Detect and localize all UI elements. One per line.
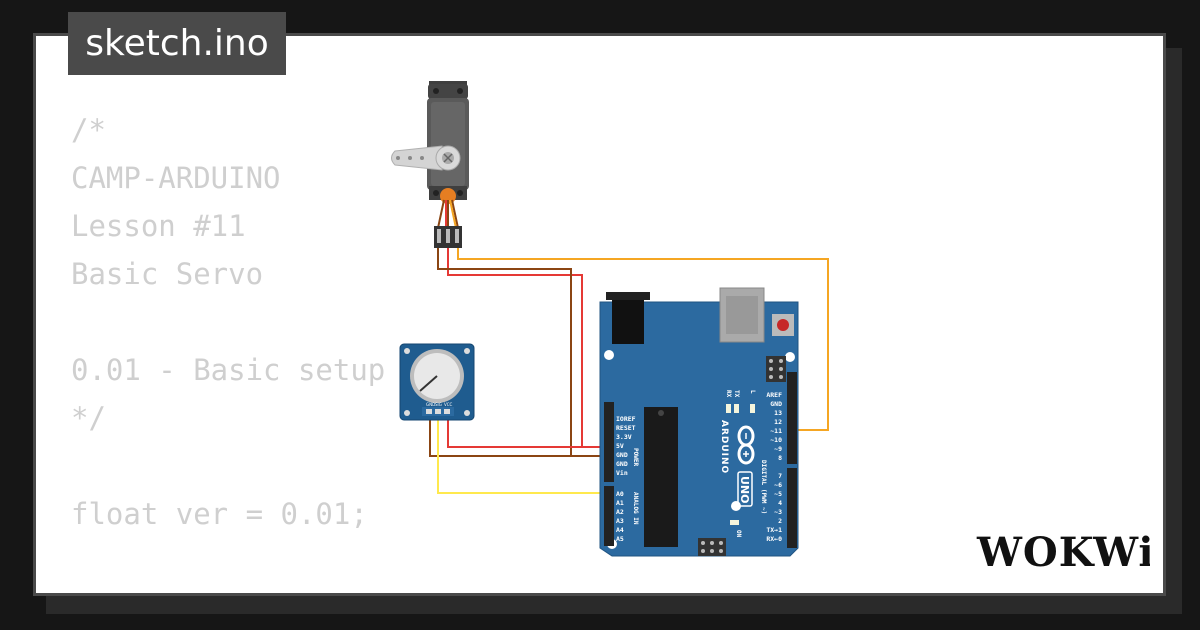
pin-label-d13: 13 bbox=[774, 409, 782, 417]
digital-section-label: DIGITAL (PWM ~) bbox=[760, 460, 767, 514]
analog-section-label: ANALOG IN bbox=[632, 492, 639, 525]
led-on bbox=[730, 520, 739, 525]
wire-pot-vcc[interactable] bbox=[447, 410, 607, 448]
model-badge: UNO bbox=[737, 471, 753, 507]
led-tx bbox=[734, 404, 739, 413]
pot-pin-gnd: GND bbox=[426, 402, 435, 407]
pin-label-a5: A5 bbox=[616, 535, 624, 543]
pin-label-d0: RX←0 bbox=[766, 535, 782, 543]
pin-label-5v: 5V bbox=[616, 442, 624, 450]
led-label-on: ON bbox=[735, 530, 742, 538]
atmega-chip bbox=[644, 407, 678, 547]
brand-label: ARDUINO bbox=[719, 420, 729, 474]
pot-pin-vcc: VCC bbox=[444, 402, 453, 407]
power-header bbox=[604, 402, 614, 482]
led-label-rx: RX bbox=[725, 390, 732, 398]
pin-label-d8: 8 bbox=[778, 454, 782, 462]
pin-label-a4: A4 bbox=[616, 526, 624, 534]
analog-header bbox=[604, 486, 614, 546]
pin-label-vin: Vin bbox=[616, 469, 628, 477]
pin-label-a1: A1 bbox=[616, 499, 624, 507]
code-line: Lesson #11 bbox=[71, 209, 246, 243]
pin-label-aref: AREF bbox=[766, 391, 782, 399]
pin-label-reset: RESET bbox=[616, 424, 636, 432]
wire-pot-signal[interactable] bbox=[437, 410, 612, 494]
code-line: 0.01 - Basic setup bbox=[71, 353, 386, 387]
code-line: /* bbox=[71, 113, 106, 147]
pin-label-d4: 4 bbox=[778, 499, 782, 507]
code-line: Basic Servo bbox=[71, 257, 264, 291]
pin-label-ioref: IOREF bbox=[616, 415, 636, 423]
wire-pot-gnd[interactable] bbox=[429, 410, 607, 457]
svg-text:UNO: UNO bbox=[738, 476, 751, 504]
wires bbox=[429, 240, 829, 494]
pin-label-gnd2: GND bbox=[616, 460, 628, 468]
servo-motor[interactable] bbox=[391, 81, 470, 248]
svg-text:WOKWi: WOKWi bbox=[976, 529, 1150, 574]
pin-label-gnd1: GND bbox=[616, 451, 628, 459]
pin-label-a3: A3 bbox=[616, 517, 624, 525]
pot-pin-sig: SIG bbox=[435, 402, 442, 407]
pin-label-a0: A0 bbox=[616, 490, 624, 498]
knob-indicator bbox=[419, 375, 438, 392]
pin-label-d11: ~11 bbox=[770, 427, 782, 435]
led-label-tx: TX bbox=[733, 390, 740, 398]
wire-servo-signal[interactable] bbox=[457, 240, 829, 431]
pin-label-gnd3: GND bbox=[770, 400, 782, 408]
pin-label-d5: ~5 bbox=[774, 490, 782, 498]
code-line: CAMP-ARDUINO bbox=[71, 161, 281, 195]
pin-label-a2: A2 bbox=[616, 508, 624, 516]
file-tab[interactable]: sketch.ino bbox=[68, 12, 286, 75]
pin-label-d3: ~3 bbox=[774, 508, 782, 516]
pin-label-d2: 2 bbox=[778, 517, 782, 525]
pin-label-d9: ~9 bbox=[774, 445, 782, 453]
potentiometer[interactable]: GND SIG VCC bbox=[399, 343, 475, 421]
led-l bbox=[750, 404, 755, 413]
wokwi-logo: WOKWi bbox=[976, 529, 1150, 574]
pin-label-d12: 12 bbox=[774, 418, 782, 426]
pin-label-3v3: 3.3V bbox=[616, 433, 632, 441]
arduino-logo bbox=[737, 425, 755, 465]
pin-label-d1: TX→1 bbox=[766, 526, 782, 534]
arduino-uno-board[interactable]: IOREF RESET 3.3V 5V GND GND Vin A0 A1 A2… bbox=[599, 287, 799, 557]
pin-label-d10: ~10 bbox=[770, 436, 782, 444]
code-line: */ bbox=[71, 401, 106, 435]
digital-header-top bbox=[787, 372, 797, 464]
code-background: /* CAMP-ARDUINO Lesson #11 Basic Servo 0… bbox=[71, 106, 386, 593]
digital-header-bottom bbox=[787, 468, 797, 548]
power-jack bbox=[612, 292, 644, 344]
code-line: float ver = 0.01; bbox=[71, 497, 368, 531]
led-rx bbox=[726, 404, 731, 413]
pin-label-d6: ~6 bbox=[774, 481, 782, 489]
power-section-label: POWER bbox=[632, 448, 639, 466]
led-label-l: L bbox=[749, 390, 756, 394]
pin-label-d7: 7 bbox=[778, 472, 782, 480]
